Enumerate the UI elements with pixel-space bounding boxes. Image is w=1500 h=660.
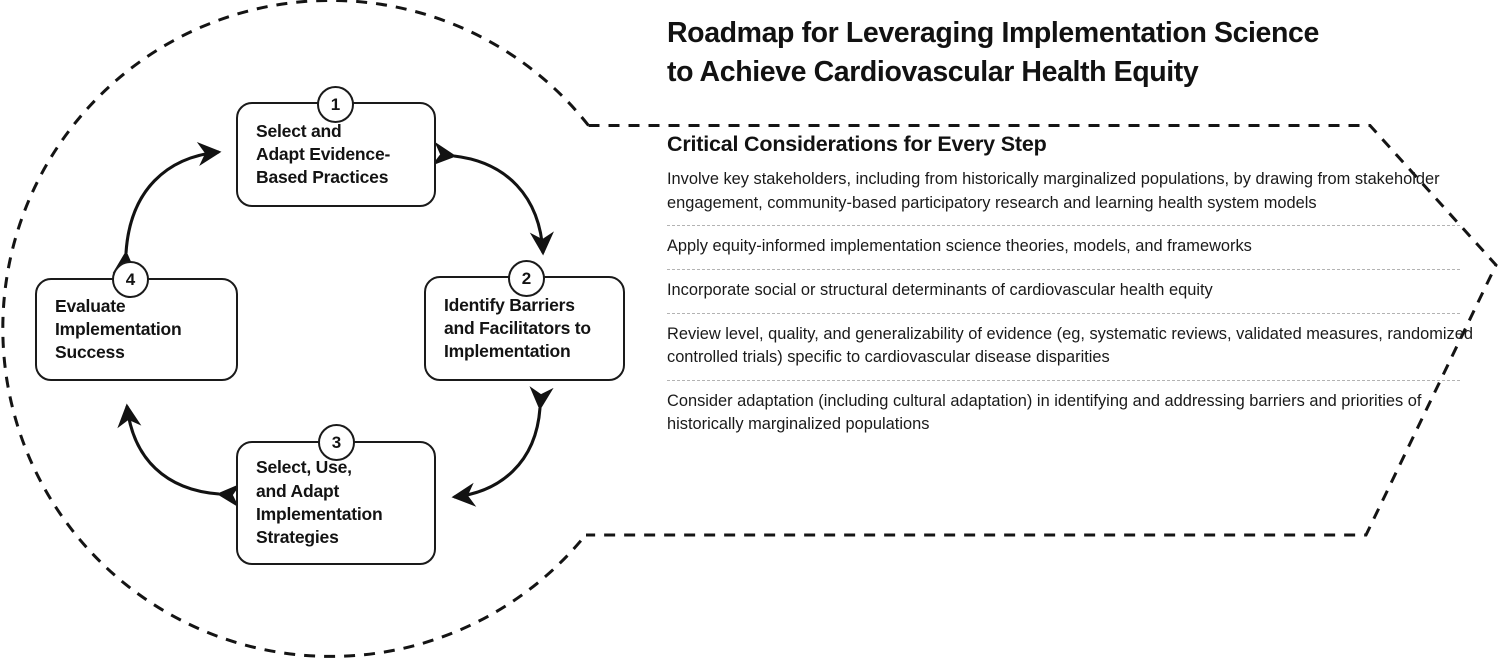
considerations-heading: Critical Considerations for Every Step xyxy=(667,132,1047,157)
arrow-step3-step4 xyxy=(117,403,241,508)
consideration-separator xyxy=(667,225,1460,227)
consideration-separator xyxy=(667,312,1460,314)
consideration-item: Apply equity-informed implementation sci… xyxy=(667,237,1252,256)
dashed-circle xyxy=(1,0,590,658)
step-label-4: Evaluate Implementation Success xyxy=(55,295,182,363)
consideration-item: Review level, quality, and generalizabil… xyxy=(667,324,1473,367)
step-badge-4: 4 xyxy=(112,261,149,298)
step-badge-2: 2 xyxy=(508,260,545,297)
page-title: Roadmap for Leveraging Implementation Sc… xyxy=(667,17,1319,89)
considerations-list: Involve key stakeholders, including from… xyxy=(667,168,1477,447)
step-label-3: Select, Use, and Adapt Implementation St… xyxy=(256,457,383,548)
step-badge-1: 1 xyxy=(317,86,354,123)
step-label-1: Select and Adapt Evidence- Based Practic… xyxy=(256,120,391,188)
arrow-step4-step1 xyxy=(112,141,222,275)
arrow-step1-step2 xyxy=(431,141,554,256)
step-badge-3: 3 xyxy=(318,424,355,461)
right-panel: Roadmap for Leveraging Implementation Sc… xyxy=(667,14,1477,447)
consideration-separator xyxy=(667,268,1460,270)
step-number-1: 1 xyxy=(330,94,341,114)
consideration-item: Involve key stakeholders, including from… xyxy=(667,170,1440,212)
step-number-4: 4 xyxy=(125,269,136,289)
consideration-separator xyxy=(667,379,1460,381)
step-number-3: 3 xyxy=(331,432,342,452)
step-number-2: 2 xyxy=(521,268,532,288)
dashed-callout-hexagon xyxy=(586,124,1498,537)
step-box-3[interactable]: Select, Use, and Adapt Implementation St… xyxy=(236,441,436,565)
step-label-2: Identify Barriers and Facilitators to Im… xyxy=(444,294,591,362)
consideration-item: Consider adaptation (including cultural … xyxy=(667,391,1422,434)
consideration-item: Incorporate social or structural determi… xyxy=(667,280,1213,299)
arrow-step2-step3 xyxy=(451,386,554,507)
